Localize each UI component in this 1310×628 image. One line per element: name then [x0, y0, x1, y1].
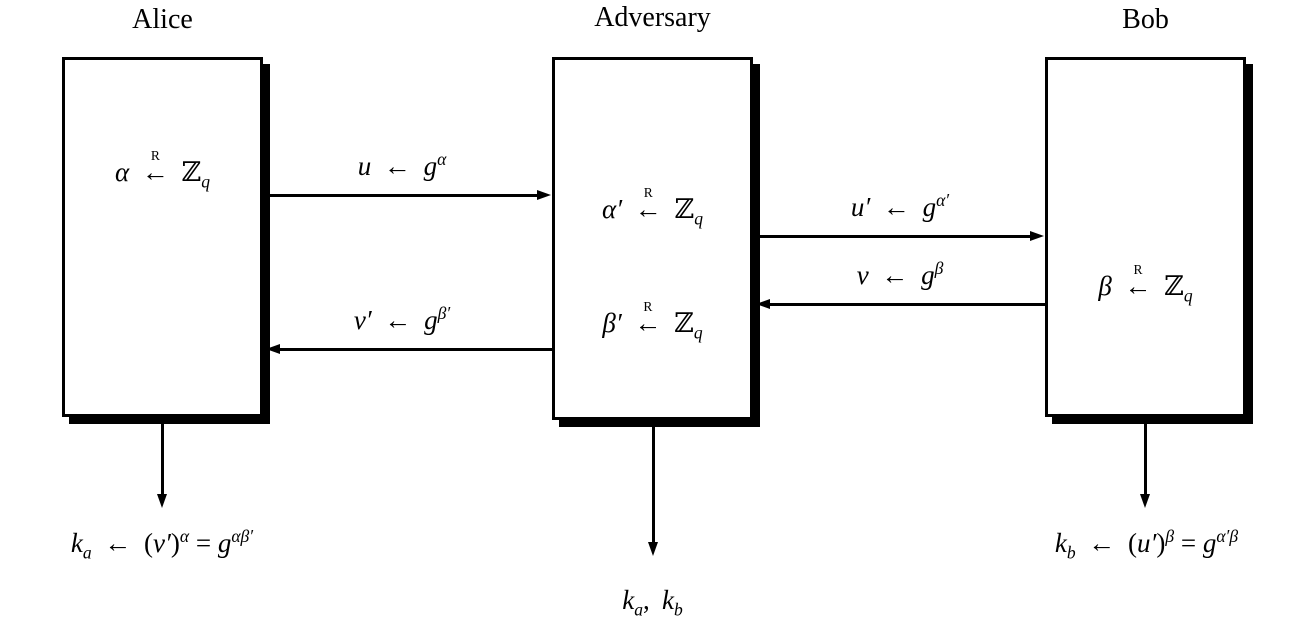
bob-box: β R← ℤq [1045, 57, 1246, 417]
bob-random-choice: β R← ℤq [1098, 261, 1193, 306]
arrow-adversary-to-alice [279, 348, 552, 351]
arrow-alice-to-adversary [266, 194, 538, 197]
arrow-label-alice-to-adversary: u ← gα [357, 149, 447, 181]
adversary-random-choice-2: β′ R← ℤq [602, 298, 703, 343]
arrow-label-bob-to-adversary: v ← gβ [856, 258, 944, 290]
alice-key-output: ka ← (v′)α = gαβ′ [70, 526, 254, 563]
participant-title-bob: Bob [1122, 4, 1169, 35]
alice-box: α R← ℤq [62, 57, 263, 417]
arrow-bob-to-adversary [769, 303, 1045, 306]
adversary-key-output: ka, kb [622, 585, 683, 620]
adversary-random-choice-1: α′ R← ℤq [602, 184, 703, 229]
adversary-box: α′ R← ℤq β′ R← ℤq [552, 57, 753, 420]
adversary-output-arrow [652, 423, 655, 543]
bob-output-arrow [1144, 420, 1147, 495]
arrow-adversary-to-bob [756, 235, 1031, 238]
arrow-label-adversary-to-bob: u′ ← gα′ [850, 190, 950, 222]
arrow-label-adversary-to-alice: v′ ← gβ′ [353, 303, 451, 335]
participant-title-adversary: Adversary [594, 2, 711, 33]
alice-output-arrow [161, 420, 164, 495]
participant-title-alice: Alice [132, 4, 193, 35]
bob-key-output: kb ← (u′)β = gα′β [1054, 526, 1239, 563]
alice-random-choice: α R← ℤq [114, 147, 211, 192]
